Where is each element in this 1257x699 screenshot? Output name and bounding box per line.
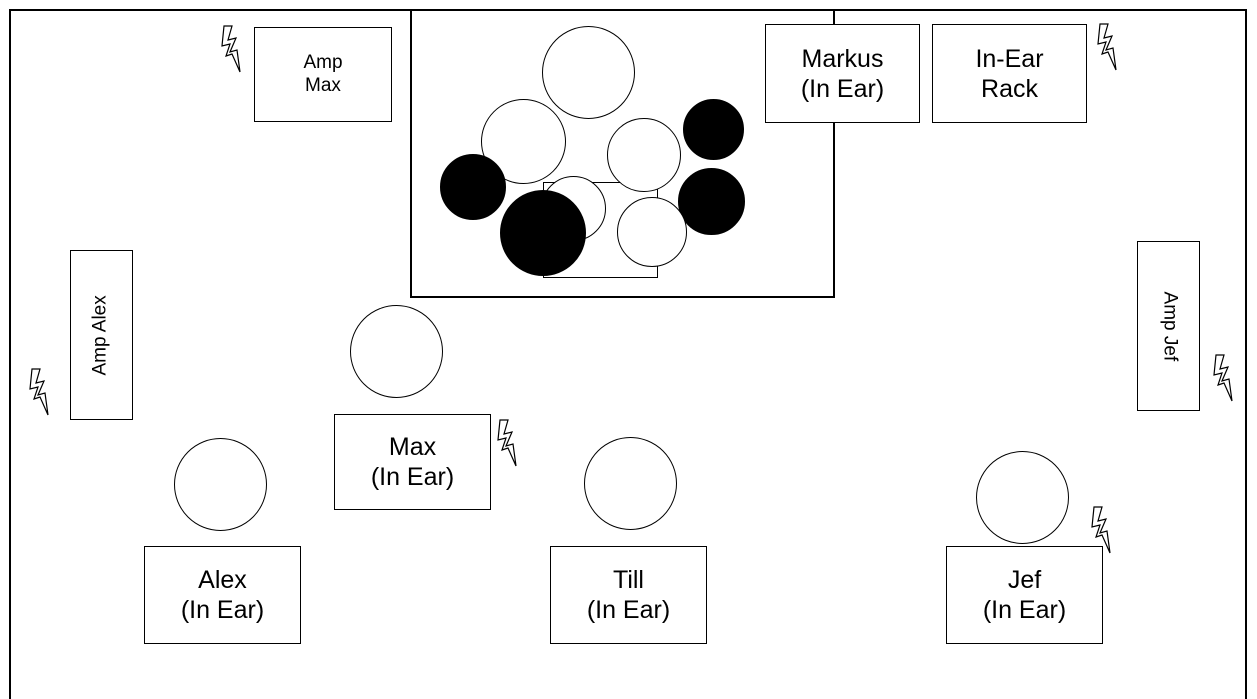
markus-label: Markus (In Ear) bbox=[800, 44, 885, 103]
power-outlet-icon bbox=[1091, 506, 1111, 554]
drum-cymbal-right-bottom bbox=[678, 168, 745, 235]
amp-alex-label: Amp Alex bbox=[90, 294, 112, 376]
amp-jef-box: Amp Jef bbox=[1137, 241, 1200, 411]
max-position-circle bbox=[350, 305, 443, 398]
drum-floor-tom bbox=[617, 197, 687, 267]
amp-max-label: Amp Max bbox=[303, 51, 343, 96]
max-label: Max (In Ear) bbox=[370, 433, 455, 491]
drum-riser bbox=[410, 9, 835, 298]
drum-bass bbox=[500, 190, 586, 276]
power-outlet-icon bbox=[1213, 354, 1233, 402]
drum-tom-right bbox=[607, 118, 681, 192]
amp-alex-box: Amp Alex bbox=[70, 250, 133, 420]
markus-box: Markus (In Ear) bbox=[765, 24, 920, 123]
in-ear-rack-label: In-Ear Rack bbox=[975, 44, 1044, 103]
amp-jef-label: Amp Jef bbox=[1158, 291, 1180, 361]
power-outlet-icon bbox=[1097, 23, 1117, 71]
drum-cymbal-top bbox=[542, 26, 635, 119]
power-outlet-icon bbox=[29, 368, 49, 416]
jef-position-circle bbox=[976, 451, 1069, 544]
alex-label: Alex (In Ear) bbox=[180, 566, 265, 624]
jef-label: Jef (In Ear) bbox=[982, 566, 1067, 624]
jef-box: Jef (In Ear) bbox=[946, 546, 1103, 644]
till-label: Till (In Ear) bbox=[586, 566, 671, 624]
power-outlet-icon bbox=[497, 419, 517, 467]
in-ear-rack-box: In-Ear Rack bbox=[932, 24, 1087, 123]
alex-position-circle bbox=[174, 438, 267, 531]
drum-cymbal-left bbox=[440, 154, 506, 220]
drum-cymbal-right-top bbox=[683, 99, 744, 160]
till-position-circle bbox=[584, 437, 677, 530]
alex-box: Alex (In Ear) bbox=[144, 546, 301, 644]
power-outlet-icon bbox=[221, 25, 241, 73]
till-box: Till (In Ear) bbox=[550, 546, 707, 644]
amp-max-box: Amp Max bbox=[254, 27, 392, 122]
max-box: Max (In Ear) bbox=[334, 414, 491, 510]
